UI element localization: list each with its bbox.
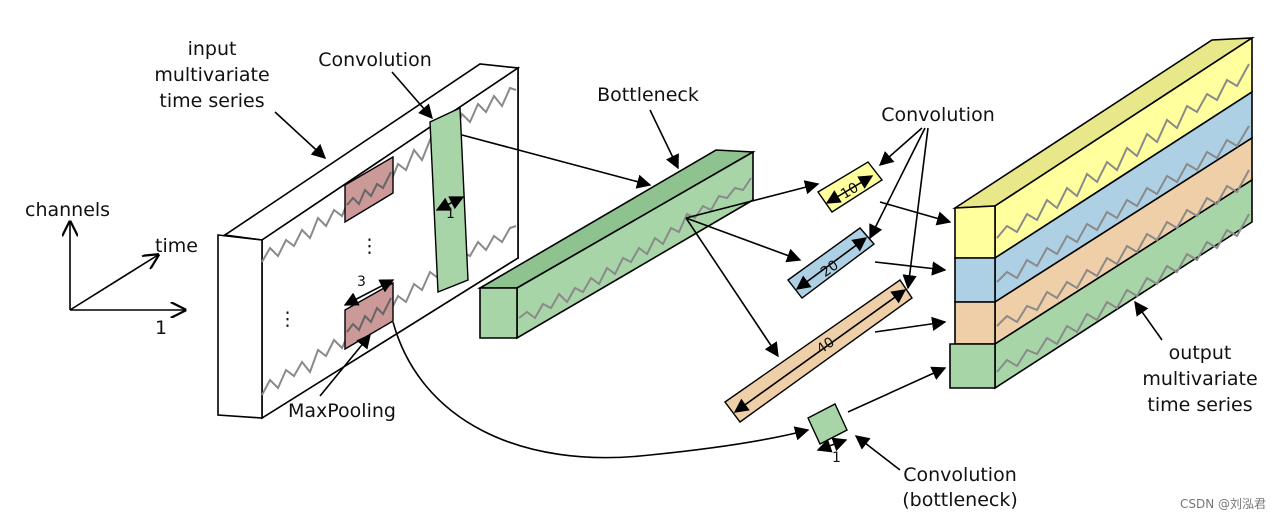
time-axis <box>69 255 158 311</box>
output-label-line3: time series <box>1147 394 1252 416</box>
maxpool-window-top <box>344 155 394 224</box>
conv-filter-bottleneck-1 <box>807 403 848 445</box>
pointer-conv-10 <box>878 127 923 166</box>
output-front-blue <box>954 257 996 303</box>
maxpool-wave-bottom <box>346 297 392 333</box>
input-label-line3: time series <box>159 90 264 112</box>
kernel-1-bottom-label: 1 <box>832 450 841 466</box>
kernel-3-dimension <box>343 279 395 306</box>
convolution-top-label: Convolution <box>318 49 432 71</box>
output-front-green <box>949 343 996 389</box>
bottleneck-front-face <box>479 287 518 339</box>
arrow-maxpool-to-conv1 <box>392 321 810 459</box>
pointer-convolution <box>391 71 433 120</box>
pointer-bottleneck <box>649 109 679 170</box>
output-label-line2: multivariate <box>1142 368 1257 390</box>
arrow-bottleneck-to-20 <box>685 217 802 263</box>
convolution-right-label: Convolution <box>881 104 995 126</box>
arrow-40-to-output <box>874 316 947 333</box>
maxpool-wave-top <box>346 171 392 206</box>
output-wave-green <box>996 213 1250 373</box>
bottleneck-wave <box>518 177 752 320</box>
output-wave-yellow <box>996 63 1250 239</box>
kernel-20-dimension <box>795 237 868 290</box>
output-front-yellow <box>954 205 996 259</box>
arrow-conv1-to-output <box>847 366 947 413</box>
arrow-bottleneck-to-40 <box>685 217 779 358</box>
kernel-10-dimension <box>825 175 874 204</box>
time-label: time <box>155 235 198 257</box>
kernel-40-dimension <box>733 289 907 413</box>
input-front-face <box>217 234 263 419</box>
kernel-1-dimension <box>435 196 465 211</box>
label-pointers <box>274 71 1163 471</box>
kernel-10-label: 10 <box>838 180 862 203</box>
pointer-conv-bottleneck <box>854 435 901 471</box>
pointer-conv-40 <box>902 127 929 290</box>
channels-label: channels <box>25 199 110 221</box>
output-stack <box>949 36 1255 390</box>
input-label-line1: input <box>188 38 237 60</box>
flow-arrows <box>392 134 952 459</box>
kernel-3-label: 3 <box>357 274 366 290</box>
arrow-10-to-output <box>879 201 952 226</box>
output-wave-blue <box>996 125 1250 283</box>
ellipsis-dots-2: ⋮ <box>278 308 297 330</box>
pointer-output <box>1134 300 1163 341</box>
conv-bottleneck-label-line1: Convolution <box>903 464 1017 486</box>
output-front-tan <box>954 301 996 345</box>
kernel-1-bottom-dimension <box>816 437 848 453</box>
conv-bottleneck-label-line2: (bottleneck) <box>902 489 1018 511</box>
maxpooling-label: MaxPooling <box>288 400 396 422</box>
input-label-line2: multivariate <box>154 64 269 86</box>
pointer-input <box>274 111 327 159</box>
bottleneck-block <box>477 149 756 340</box>
pointer-maxpooling <box>319 333 371 397</box>
one-label: 1 <box>155 317 167 339</box>
labels: input multivariate time series Convoluti… <box>154 38 1266 511</box>
axes: channels time 1 <box>25 199 198 339</box>
output-wave-tan <box>996 169 1250 327</box>
parallel-filters: 10 20 40 1 <box>724 161 913 466</box>
input-slab: 1 3 ⋮ ⋮ <box>217 63 521 420</box>
kernel-1-label: 1 <box>446 206 455 222</box>
ellipsis-dots-1: ⋮ <box>360 235 379 257</box>
watermark: CSDN @刘泓君 <box>1180 497 1266 511</box>
pointer-conv-20 <box>869 127 926 240</box>
arrow-input-to-bottleneck <box>461 134 652 189</box>
arrow-bottleneck-to-10 <box>685 180 820 219</box>
bottleneck-label: Bottleneck <box>597 84 699 106</box>
output-label-line1: output <box>1169 342 1232 364</box>
